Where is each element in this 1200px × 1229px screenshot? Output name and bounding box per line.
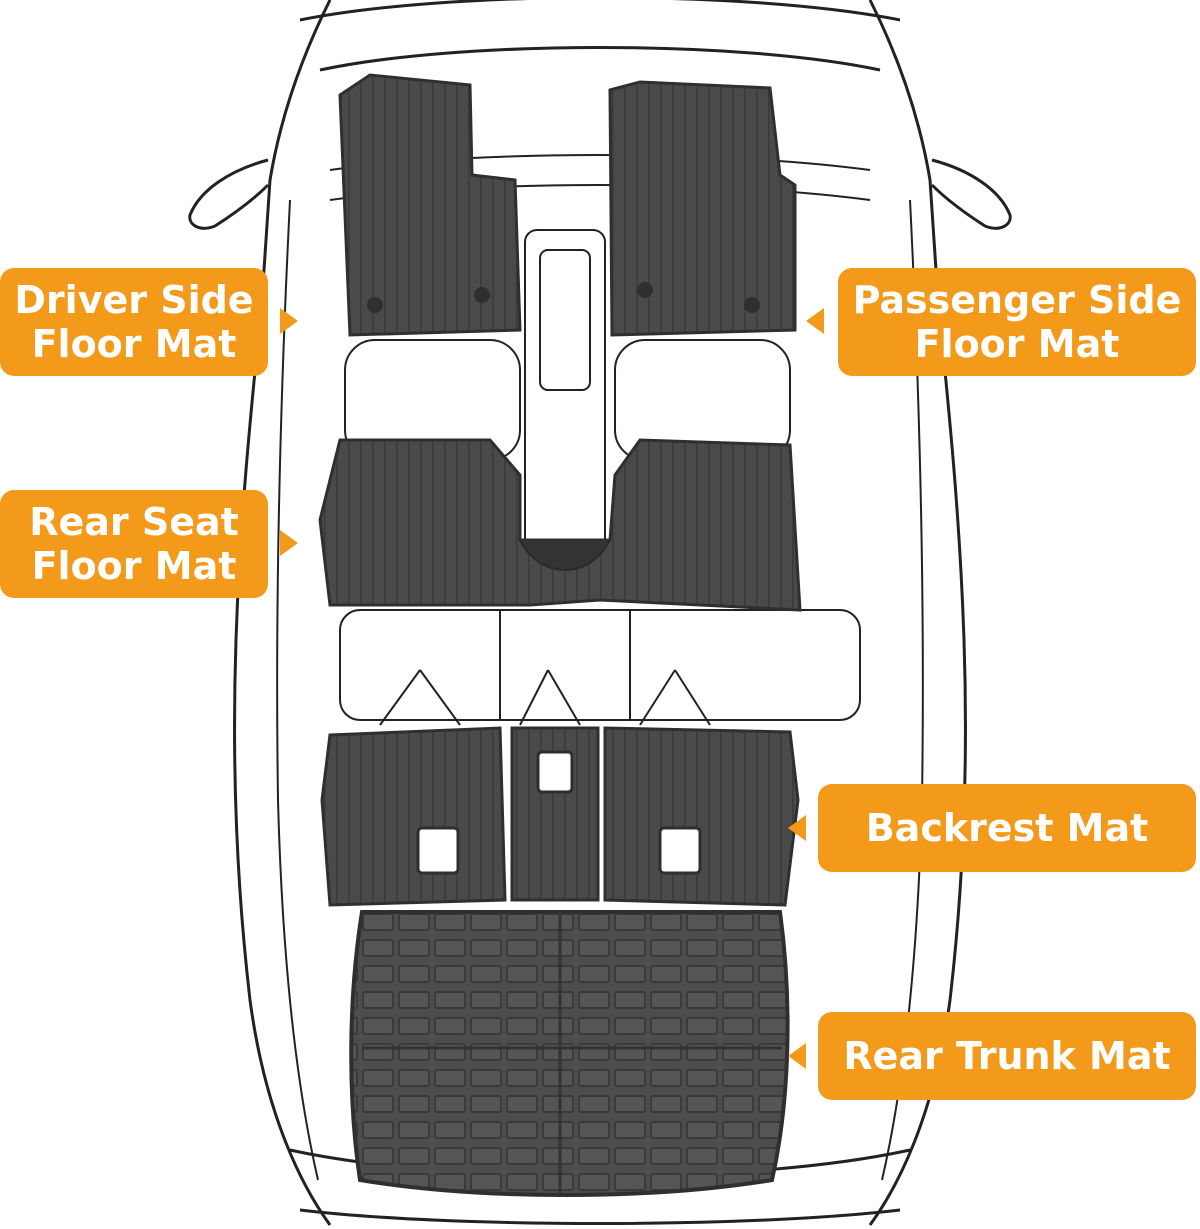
callout-passenger-side-floor-mat: Passenger Side Floor Mat [838,268,1196,376]
backrest-straps [379,669,711,726]
callout-backrest-line1: Backrest Mat [865,806,1149,850]
callout-passenger-arrow-icon [806,308,824,334]
callout-trunk-line1: Rear Trunk Mat [843,1034,1171,1078]
callout-rear-seat-line1: Rear Seat [29,500,239,544]
callout-rear-trunk-mat: Rear Trunk Mat [818,1012,1196,1100]
backrest-mat-shape [320,726,800,907]
callout-backrest-mat: Backrest Mat [818,784,1196,872]
callout-rear-seat-arrow-icon [280,530,298,556]
callout-rear-seat-line2: Floor Mat [31,544,237,588]
rear-trunk-mat-shape [349,910,790,1197]
callout-driver-line1: Driver Side [14,278,254,322]
passenger-side-floor-mat-shape [608,80,797,337]
callout-rear-seat-floor-mat: Rear Seat Floor Mat [0,490,268,598]
callout-passenger-line1: Passenger Side [852,278,1182,322]
rear-seat-floor-mat-shape [318,438,802,612]
driver-side-floor-mat-shape [338,73,522,337]
callout-driver-arrow-icon [280,308,298,334]
callout-trunk-arrow-icon [788,1043,806,1069]
callout-driver-side-floor-mat: Driver Side Floor Mat [0,268,268,376]
callout-driver-line2: Floor Mat [31,322,237,366]
callout-backrest-arrow-icon [788,815,806,841]
callout-passenger-line2: Floor Mat [914,322,1120,366]
